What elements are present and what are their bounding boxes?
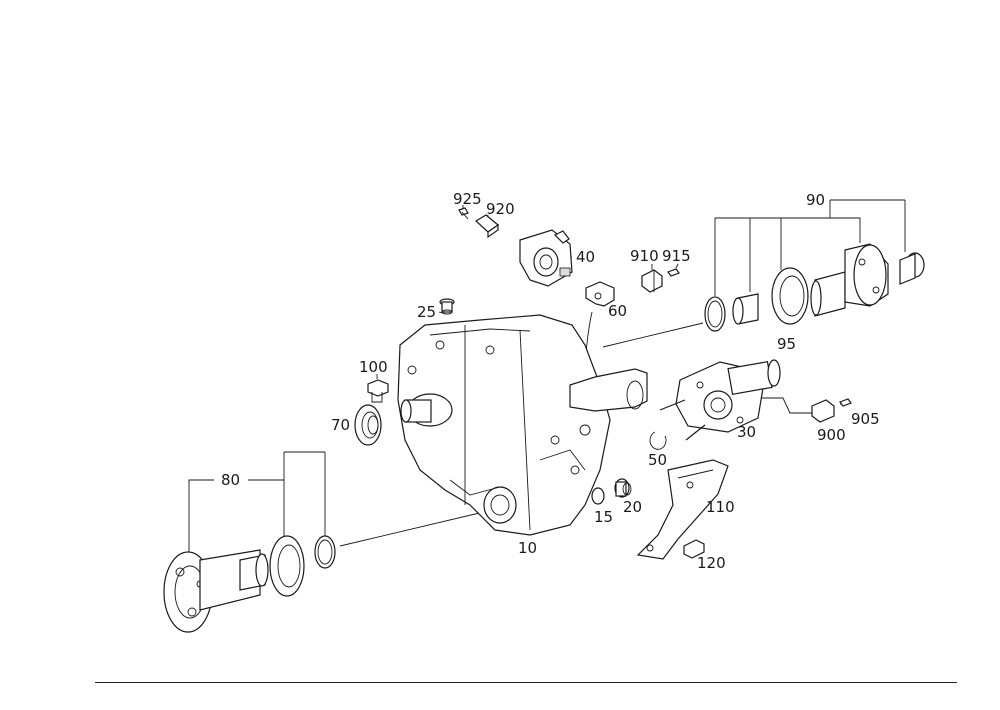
callout-60: 60	[608, 302, 627, 320]
callout-70: 70	[331, 416, 350, 434]
callout-900: 900	[817, 426, 846, 444]
part-110-bracket	[636, 459, 729, 560]
callout-925: 925	[453, 190, 482, 208]
callout-50: 50	[648, 451, 667, 469]
callout-95: 95	[777, 335, 796, 353]
part-900-connector	[811, 399, 835, 423]
callout-10: 10	[518, 539, 537, 557]
callout-40: 40	[576, 248, 595, 266]
part-15-oring	[591, 487, 605, 505]
callout-915: 915	[662, 247, 691, 265]
callout-110: 110	[706, 498, 735, 516]
callout-25: 25	[417, 303, 436, 321]
callout-80: 80	[221, 471, 240, 489]
callout-100: 100	[359, 358, 388, 376]
part-25-plug	[439, 298, 455, 315]
part-905-pin	[839, 398, 852, 407]
part-920-connector	[475, 214, 499, 239]
callout-20: 20	[623, 498, 642, 516]
part-20-plug	[614, 478, 632, 498]
callout-labels: 925 920 40 910 915 90 60 25 95 100 70 30…	[221, 190, 880, 572]
part-80-flange	[163, 535, 336, 633]
part-10-housing	[397, 314, 648, 536]
part-915-screw	[667, 268, 680, 277]
callout-920: 920	[486, 200, 515, 218]
part-925-pin	[458, 207, 469, 220]
callout-30: 30	[737, 423, 756, 441]
part-90-flange-set	[704, 243, 925, 332]
part-100-bolt	[367, 379, 389, 403]
callout-90: 90	[806, 191, 825, 209]
part-910-sensor	[641, 269, 663, 293]
callout-905: 905	[851, 410, 880, 428]
part-70-seal	[354, 404, 382, 446]
callout-910: 910	[630, 247, 659, 265]
callout-120: 120	[697, 554, 726, 572]
callout-15: 15	[594, 508, 613, 526]
part-120-bolt	[683, 539, 705, 559]
part-50-circlip	[649, 431, 667, 450]
part-60-bracket	[585, 281, 615, 307]
footer-rule	[95, 682, 957, 683]
part-40-actuator	[519, 229, 573, 287]
part-30-motor	[659, 359, 781, 441]
